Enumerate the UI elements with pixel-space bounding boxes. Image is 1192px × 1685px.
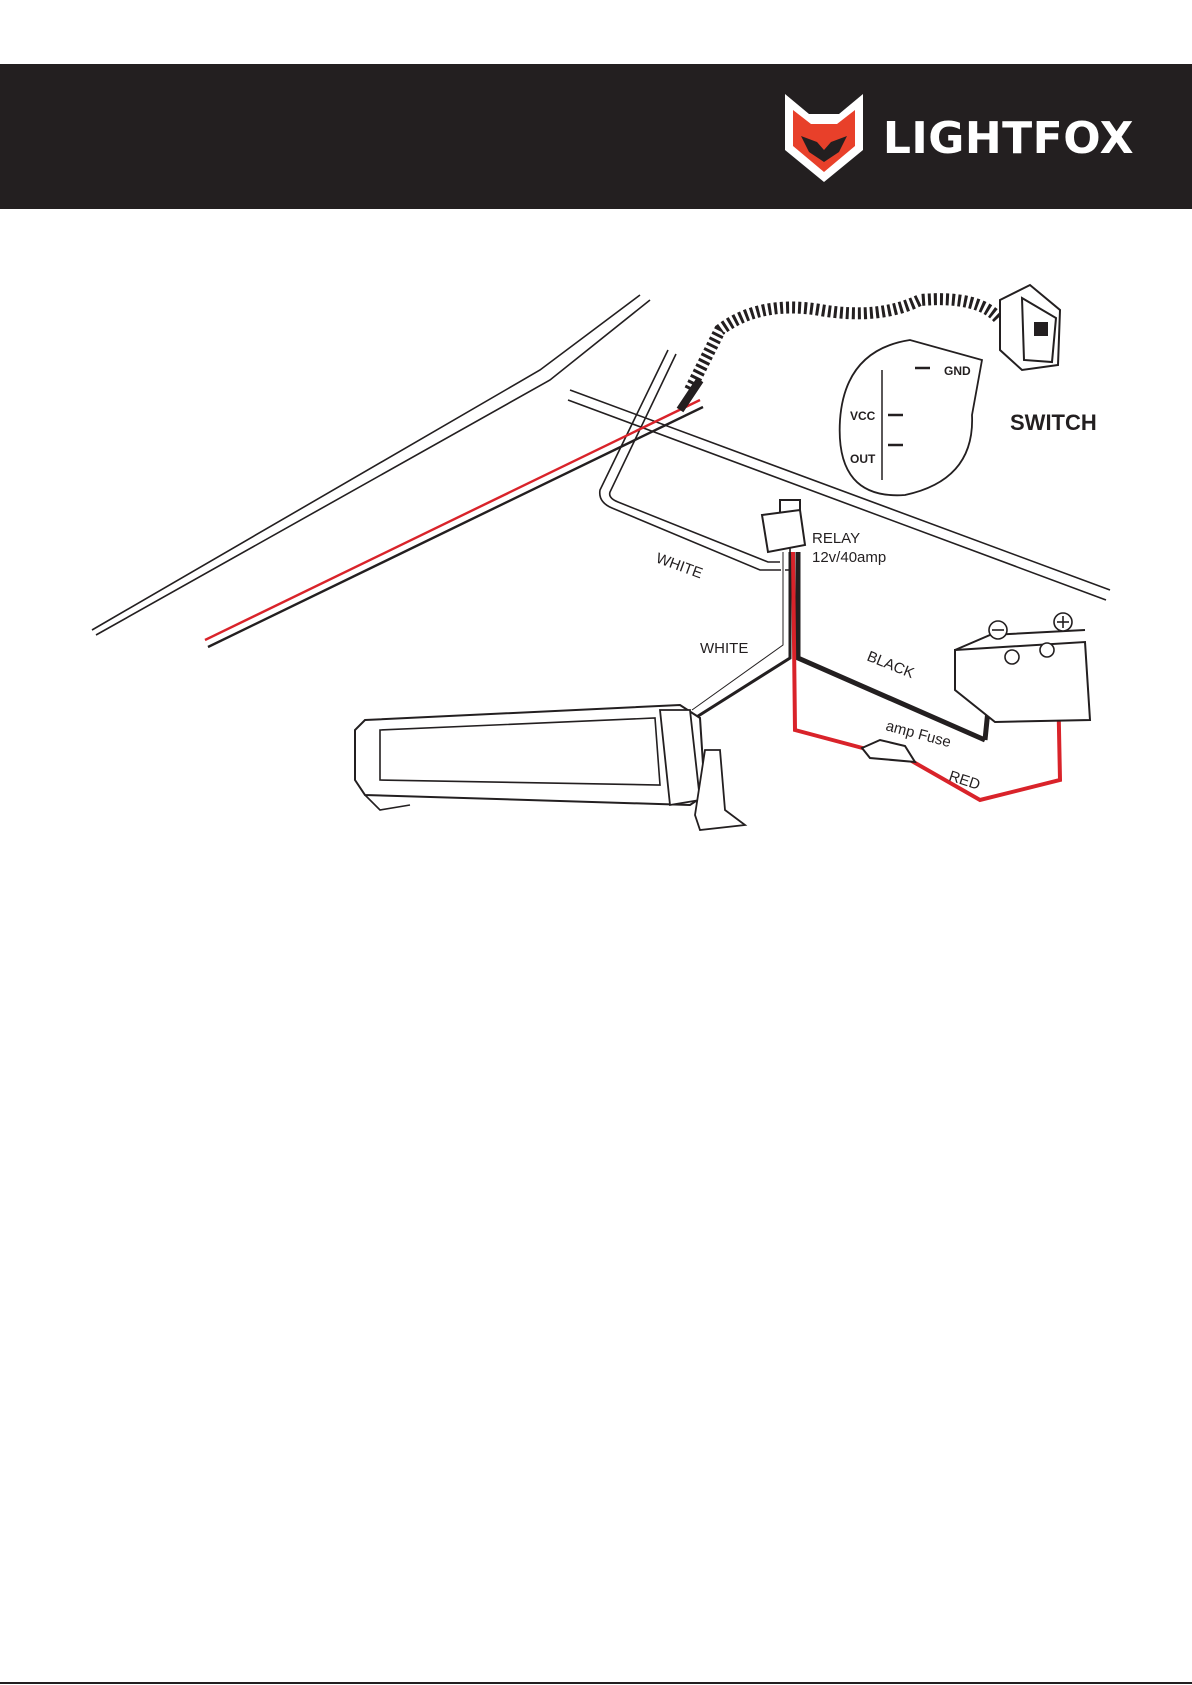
battery [955,613,1090,722]
header-bar: LIGHTFOX [0,64,1192,209]
wiring-diagram: SWITCH GND VCC OUT RELAY 12v/40amp [0,240,1192,840]
switch-label: SWITCH [1010,410,1097,435]
black-label: BLACK [865,648,917,682]
footer-rule [0,1682,1192,1684]
inline-fuse [862,740,915,762]
rocker-switch [1000,285,1060,370]
brand-name: LIGHTFOX [883,113,1134,164]
white-lower-label: WHITE [700,640,748,657]
relay [762,500,805,552]
relay-rating: 12v/40amp [812,549,886,566]
led-light-bar [355,705,745,830]
white-upper-label: WHITE [654,550,705,583]
out-label: OUT [850,452,876,466]
gnd-label: GND [944,364,971,378]
fox-head-shield-icon [779,90,869,186]
relay-label: RELAY [812,530,860,547]
vcc-label: VCC [850,409,876,423]
main-harness [205,400,703,647]
brand: LIGHTFOX [779,90,1134,186]
